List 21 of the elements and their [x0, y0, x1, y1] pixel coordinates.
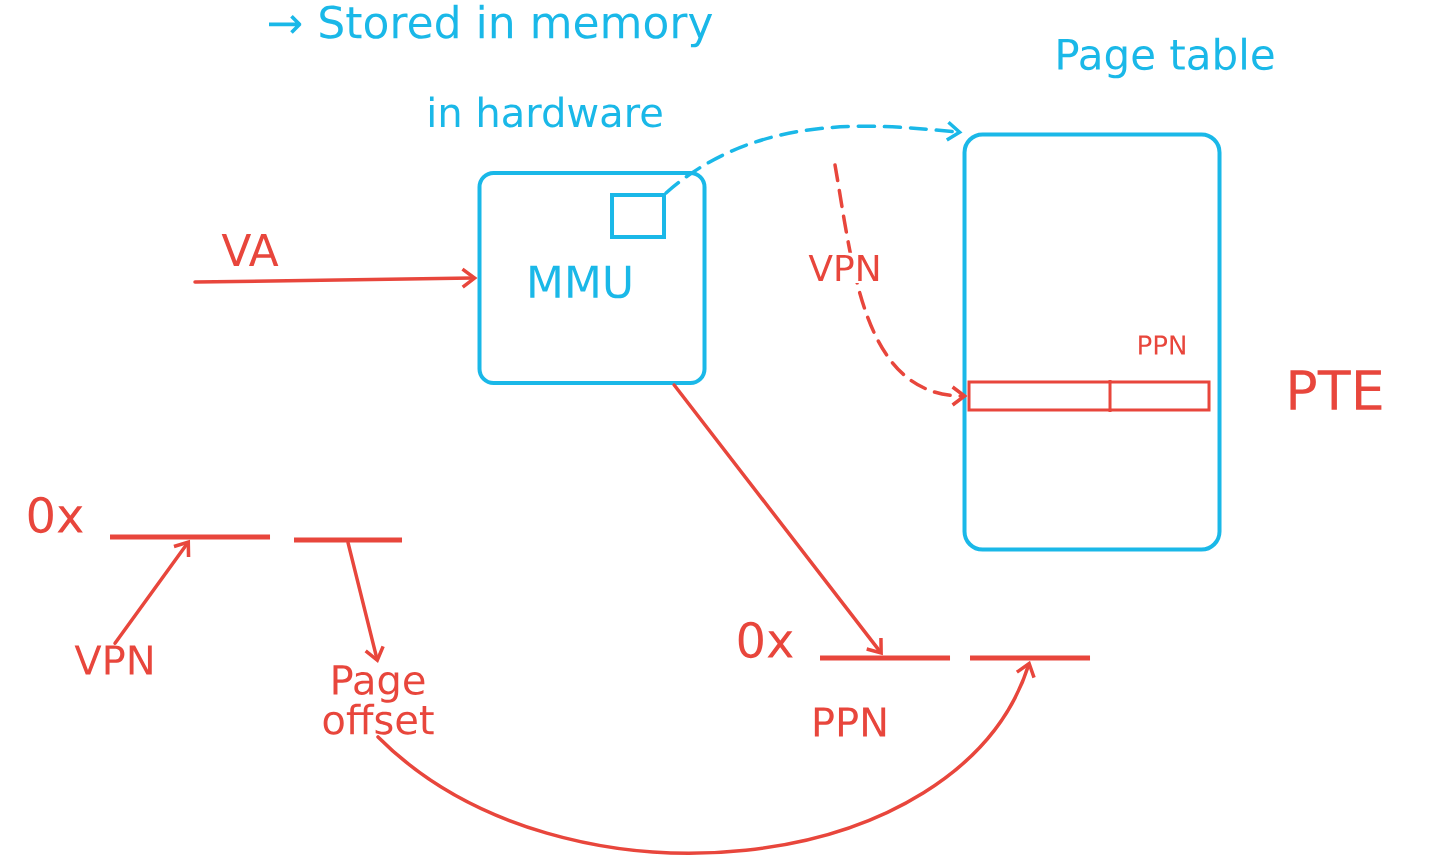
arrow	[193, 267, 478, 289]
handwritten-note: → Stored in memory	[269, 4, 713, 48]
register-box	[610, 193, 666, 239]
handwritten-note: 0x	[738, 621, 793, 659]
arrow	[672, 383, 883, 656]
row-label: PTE	[1290, 370, 1382, 410]
table-heading: Page table	[1058, 37, 1274, 79]
edge-label: VPN	[806, 252, 884, 284]
mmu-box: MMU	[477, 171, 707, 385]
table-row: PPN	[967, 335, 1211, 412]
arrow	[346, 540, 385, 664]
arrow	[664, 120, 963, 195]
arrow	[833, 163, 968, 407]
edge-label: VA	[219, 231, 281, 269]
text-label: VPN	[74, 645, 152, 675]
text-label: Page offset	[323, 665, 434, 735]
handwritten-note: PPN	[814, 707, 886, 737]
handwritten-note: in hardware	[430, 96, 662, 128]
arrow	[376, 660, 1036, 855]
handwritten-note: 0x	[28, 496, 83, 534]
arrow	[113, 539, 191, 645]
